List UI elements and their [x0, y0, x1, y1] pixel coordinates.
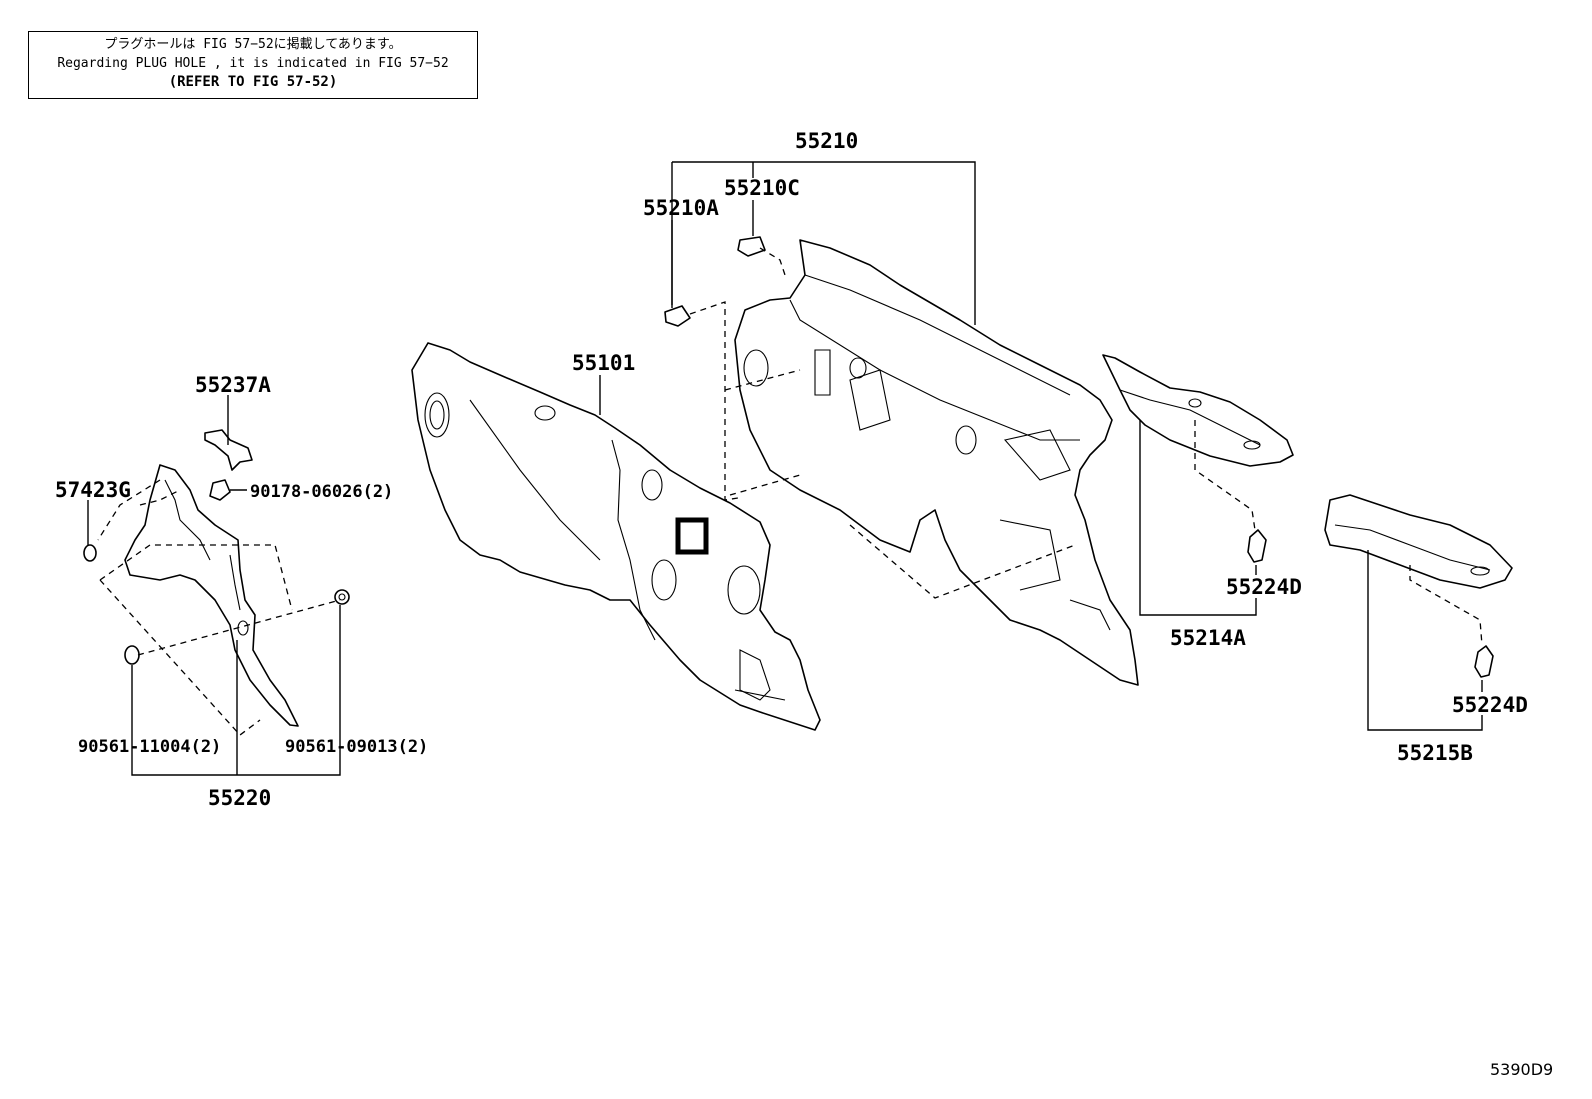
part-55101-dash-insulator — [411, 342, 821, 731]
label-55224d-upper: 55224D — [1226, 575, 1302, 599]
note-refer: (REFER TO FIG 57-52) — [168, 74, 338, 90]
reference-note-box: プラグホールは FIG 57−52に掲載してあります。 Regarding PL… — [28, 31, 478, 99]
label-55210c: 55210C — [724, 176, 800, 200]
label-55210: 55210 — [795, 129, 858, 153]
leader-lines — [87, 161, 1483, 776]
label-55215b: 55215B — [1397, 741, 1473, 765]
note-english: Regarding PLUG HOLE , it is indicated in… — [57, 56, 449, 71]
clip-55210c — [737, 236, 766, 257]
label-90561-11004: 90561-11004(2) — [78, 737, 221, 757]
clip-55224d-upper — [1247, 529, 1267, 563]
label-55101: 55101 — [572, 351, 635, 375]
part-55215b-insulator — [1324, 494, 1513, 589]
label-57423g: 57423G — [55, 478, 131, 502]
grommet-90561-11004 — [124, 645, 140, 665]
nut-90561-09013 — [334, 589, 350, 605]
part-55220-side-silencer — [124, 464, 299, 727]
fastener-90178 — [209, 479, 231, 501]
dashed-guides — [97, 247, 1483, 736]
label-55210a: 55210A — [643, 196, 719, 220]
label-90561-09013: 90561-09013(2) — [285, 737, 428, 757]
part-55210-silencer — [734, 239, 1139, 686]
label-55237a: 55237A — [195, 373, 271, 397]
clip-55210a — [664, 305, 691, 327]
label-55220: 55220 — [208, 786, 271, 810]
figure-code: 5390D9 — [1490, 1060, 1554, 1079]
note-japanese: プラグホールは FIG 57−52に掲載してあります。 — [104, 37, 402, 52]
label-55224d-lower: 55224D — [1452, 693, 1528, 717]
label-55214a: 55214A — [1170, 626, 1246, 650]
clip-55224d-lower — [1474, 645, 1494, 678]
label-90178-06026: 90178-06026(2) — [250, 482, 393, 502]
part-55214a-insulator — [1102, 354, 1294, 467]
fastener-57423g — [83, 544, 97, 562]
